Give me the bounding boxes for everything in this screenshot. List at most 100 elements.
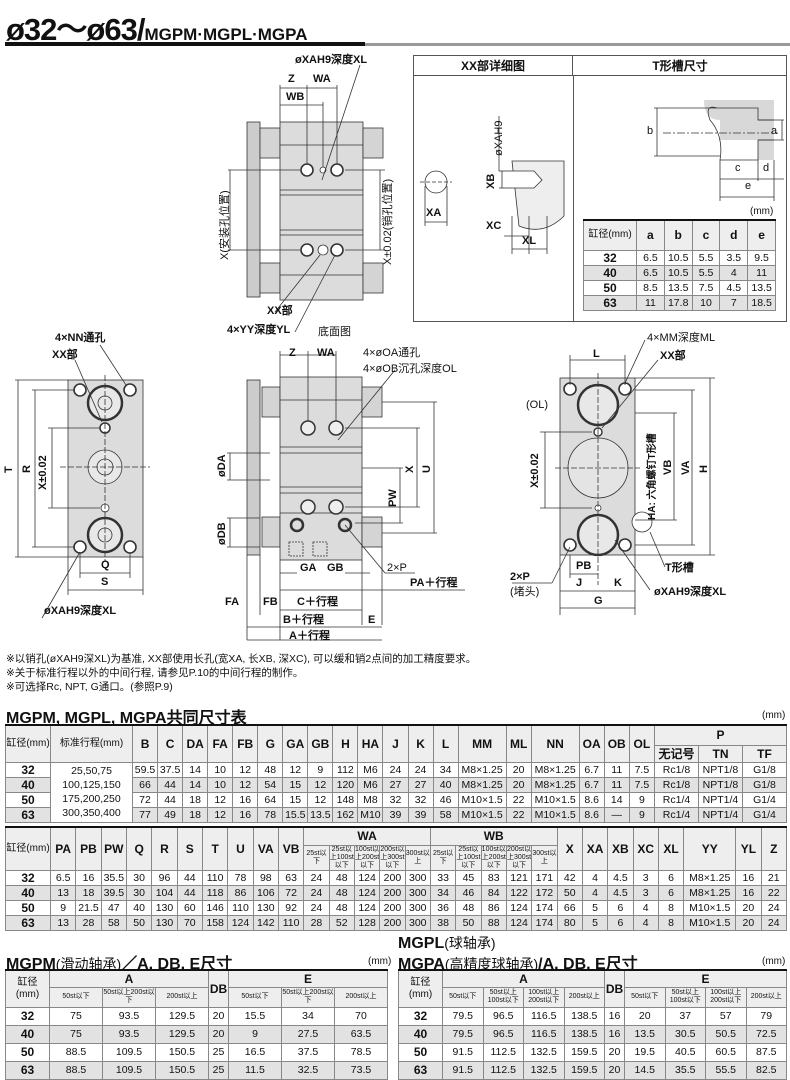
stroke-range-header: 25st以下 — [429, 844, 457, 871]
label-xb: XB — [485, 173, 497, 189]
value-cell: 30 — [125, 869, 153, 886]
value-cell: 9.5 — [747, 249, 776, 266]
db-header: DB — [208, 969, 229, 1008]
column-header-da: DA — [182, 724, 209, 763]
db-header: DB — [604, 969, 625, 1008]
column-header-r: R — [151, 826, 178, 871]
value-cell: 14.5 — [624, 1060, 666, 1080]
column-header-s: S — [176, 826, 203, 871]
value-cell: 104 — [151, 884, 178, 901]
value-cell: 4 — [581, 884, 609, 901]
label-xl: XL — [522, 235, 537, 247]
value-cell: 148 — [332, 791, 359, 808]
stroke-range-header: 300st以上 — [404, 844, 431, 871]
value-cell: 70 — [176, 914, 203, 931]
label-tslot: T形槽 — [665, 562, 694, 574]
value-cell: 7 — [719, 294, 749, 311]
label-da: øDA — [216, 454, 228, 477]
value-cell: 4.5 — [719, 279, 749, 296]
left-end-view-drawing: 4×NN通孔 XX部 T R X±0.02 Q S øXAH9深度XL — [0, 330, 210, 630]
value-cell: 110 — [277, 914, 305, 931]
tslot-label-b: b — [647, 125, 654, 137]
stroke-range-header: 100st以上200st以下 — [705, 986, 747, 1008]
column-header-xa: XA — [581, 826, 609, 871]
value-cell: 13.5 — [624, 1024, 666, 1044]
value-cell: 24 — [382, 761, 409, 778]
value-cell: 200 — [379, 869, 406, 886]
column-header-va: VA — [252, 826, 279, 871]
value-cell: M10×1.5 — [457, 806, 507, 823]
value-cell: 8 — [657, 914, 685, 931]
label-xx-part: XX部 — [267, 305, 293, 317]
value-cell: 55.5 — [705, 1060, 747, 1080]
standard-stroke-value: 100,125,150 — [62, 779, 121, 791]
column-header-pw: PW — [100, 826, 127, 871]
value-cell: 32 — [382, 791, 409, 808]
value-cell: 15 — [282, 776, 309, 793]
label-plug: (堵头) — [510, 586, 540, 598]
value-cell: 12 — [307, 791, 334, 808]
value-cell: 138.5 — [563, 1024, 605, 1044]
label-2p: 2×P — [510, 571, 530, 583]
value-cell: 13.5 — [747, 279, 776, 296]
value-cell: 24 — [760, 914, 788, 931]
value-cell: 16 — [75, 869, 102, 886]
col-d: d — [719, 219, 749, 251]
value-cell: 300 — [404, 884, 431, 901]
column-header-xc: XC — [632, 826, 659, 871]
value-cell: 63.5 — [334, 1024, 388, 1044]
value-cell: 48 — [328, 884, 355, 901]
tslot-label-e: e — [745, 180, 752, 192]
label-xx-part: XX部 — [52, 349, 78, 361]
value-cell: M10 — [357, 806, 384, 823]
column-header-ga: GA — [282, 724, 309, 763]
value-cell: 109.5 — [102, 1060, 156, 1080]
value-cell: 35.5 — [100, 869, 127, 886]
value-cell: 48 — [328, 869, 355, 886]
value-cell: 40 — [125, 899, 153, 916]
value-cell: 300 — [404, 869, 431, 886]
stroke-range-header: 50st以上200st以下 — [102, 986, 156, 1008]
value-cell: 14 — [603, 791, 630, 808]
value-cell: 16 — [735, 869, 762, 886]
value-cell: 20 — [505, 776, 532, 793]
stroke-range-header: 50st以下 — [442, 986, 484, 1008]
value-cell: M8 — [357, 791, 384, 808]
label-2p: 2×P — [387, 562, 407, 574]
value-cell: 7.5 — [691, 279, 721, 296]
value-cell: 44 — [176, 884, 203, 901]
bore-size-cell: 50 — [5, 791, 51, 808]
column-header-fb: FB — [232, 724, 259, 763]
value-cell: 13 — [49, 884, 77, 901]
label-ha-tslot-screw: HA: 六角螺钉T形槽 — [647, 433, 658, 520]
value-cell: 124 — [505, 899, 533, 916]
value-cell: 86 — [480, 899, 507, 916]
value-cell: 106 — [252, 884, 279, 901]
value-cell: 9 — [628, 791, 655, 808]
value-cell: M10×1.5 — [683, 914, 737, 931]
bore-size-cell: 50 — [5, 1042, 50, 1062]
value-cell: 20 — [604, 1060, 625, 1080]
value-cell: 14 — [182, 776, 209, 793]
value-cell: M8×1.25 — [457, 761, 507, 778]
value-cell: M8×1.25 — [530, 761, 580, 778]
bore-size-cell: 32 — [5, 761, 51, 778]
value-cell: 9 — [628, 806, 655, 823]
value-cell: 109.5 — [102, 1042, 156, 1062]
value-cell: 128 — [353, 914, 381, 931]
value-cell: 18 — [182, 791, 209, 808]
bore-size-cell: 40 — [583, 264, 637, 281]
value-cell: 16 — [604, 1024, 625, 1044]
column-header-u: U — [227, 826, 254, 871]
port-type-header: 无记号 — [653, 744, 699, 763]
tslot-label-a: a — [771, 125, 778, 137]
value-cell: 124 — [505, 914, 533, 931]
value-cell: 78.5 — [334, 1042, 388, 1062]
column-header-ml: ML — [505, 724, 532, 763]
